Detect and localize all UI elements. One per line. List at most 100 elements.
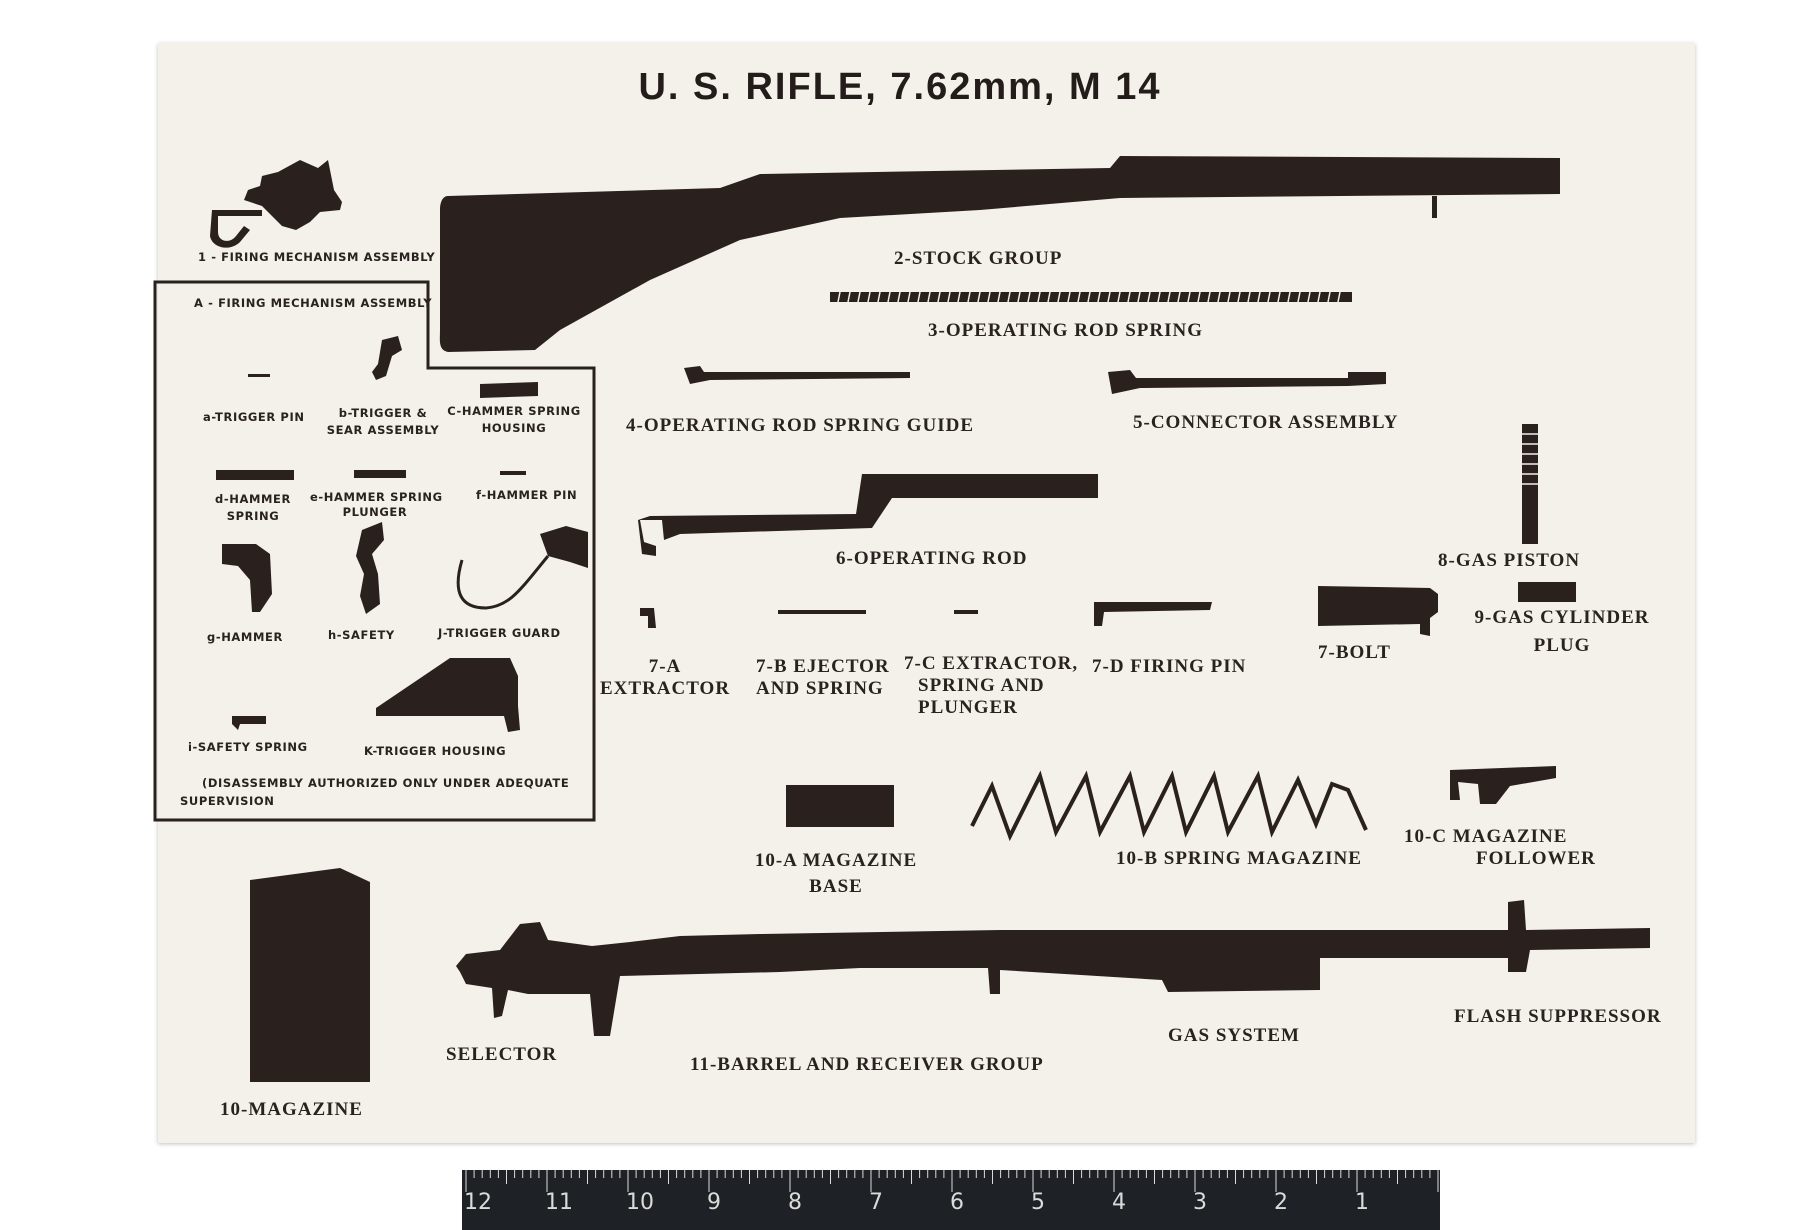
label-op-rod-spring-guide: 4-OPERATING ROD SPRING GUIDE [626, 415, 975, 436]
ruler-number: 9 [707, 1190, 721, 1215]
trigger-guard-icon [456, 555, 550, 610]
hammer-spring-plunger-icon [354, 470, 406, 478]
label-magazine-base-line1: 10-A MAGAZINE [754, 850, 918, 871]
inset-label-j: J-TRIGGER GUARD [438, 626, 561, 640]
label-spring-magazine: 10-B SPRING MAGAZINE [1116, 848, 1362, 869]
hammer-icon [222, 544, 272, 612]
inset-frame [153, 280, 596, 822]
label-extractor: 7-A EXTRACTOR [600, 656, 730, 700]
label-ejector-line2: AND SPRING [756, 678, 884, 699]
connector-assembly-icon [1108, 370, 1386, 394]
ruler-number: 3 [1193, 1190, 1207, 1215]
label-gas-piston: 8-GAS PISTON [1438, 550, 1581, 571]
inset-label-b: b-TRIGGER & SEAR ASSEMBLY [318, 406, 448, 438]
label-operating-rod: 6-OPERATING ROD [836, 548, 1028, 569]
inset-note: (DISASSEMBLY AUTHORIZED ONLY UNDER ADEQU… [180, 776, 569, 809]
measuring-ruler: 12 11 10 9 8 7 6 5 4 3 2 1 [462, 1170, 1440, 1230]
inset-label-e-line2: PLUNGER [342, 505, 408, 519]
label-extractor-spring-line1: 7-C EXTRACTOR, [904, 653, 1079, 674]
magazine-follower-icon [1450, 766, 1556, 804]
page-title: U. S. RIFLE, 7.62mm, M 14 [638, 66, 1162, 108]
ruler-number: 8 [788, 1190, 802, 1215]
ruler-number: 11 [545, 1190, 573, 1215]
hammer-spring-housing-icon [480, 382, 538, 398]
spring-coils [837, 291, 1341, 303]
gas-cylinder-plug-icon [1518, 582, 1576, 602]
label-extractor-spring-line2: SPRING AND [918, 675, 1045, 696]
label-ejector: 7-B EJECTOR AND SPRING [756, 656, 890, 700]
firing-pin-icon [1094, 602, 1212, 626]
label-barrel-receiver: 11-BARREL AND RECEIVER GROUP [690, 1054, 1044, 1075]
label-selector: SELECTOR [446, 1044, 558, 1065]
spring-magazine-icon [970, 770, 1368, 842]
ruler-ticks [465, 1170, 1439, 1192]
ruler-number: 12 [464, 1190, 492, 1215]
safety-spring-icon [232, 716, 266, 730]
label-connector-assembly: 5-CONNECTOR ASSEMBLY [1133, 412, 1399, 433]
label-firing-pin: 7-D FIRING PIN [1092, 656, 1247, 677]
ejector-icon [778, 610, 866, 614]
inset-label-h: h-SAFETY [328, 628, 395, 642]
ruler-number: 5 [1031, 1190, 1045, 1215]
safety-icon [356, 522, 384, 614]
label-gas-cylinder-plug-line1: 9-GAS CYLINDER [1474, 607, 1650, 628]
inset-label-c: C-HAMMER SPRING HOUSING [444, 404, 584, 436]
magazine-base-icon [786, 785, 894, 827]
label-magazine-follower: 10-C MAGAZINE FOLLOWER [1404, 826, 1596, 870]
inset-label-a: a-TRIGGER PIN [203, 410, 305, 424]
ruler-number: 10 [626, 1190, 654, 1215]
op-rod-spring-icon [830, 292, 1352, 302]
inset-label-c-line2: HOUSING [481, 421, 547, 435]
ruler-number: 1 [1355, 1190, 1369, 1215]
label-bolt: 7-BOLT [1318, 642, 1391, 663]
label-extractor-spring-line3: PLUNGER [918, 697, 1018, 718]
label-flash-suppressor: FLASH SUPPRESSOR [1454, 1006, 1662, 1027]
hammer-spring-icon [216, 470, 294, 480]
ruler-number: 6 [950, 1190, 964, 1215]
magazine-icon [250, 868, 370, 1082]
extractor-spring-icon [954, 610, 978, 614]
label-gas-system: GAS SYSTEM [1168, 1025, 1300, 1046]
op-rod-spring-guide-icon [684, 366, 910, 384]
label-magazine-follower-line2: FOLLOWER [1476, 848, 1596, 869]
inset-label-e-line1: e-HAMMER SPRING [310, 490, 443, 504]
trigger-housing-icon [376, 658, 520, 732]
label-gas-cylinder-plug: 9-GAS CYLINDER PLUG [1462, 607, 1662, 657]
inset-label-f: f-HAMMER PIN [476, 488, 578, 502]
inset-title: A - FIRING MECHANISM ASSEMBLY [194, 296, 433, 310]
trigger-guard-top-icon [540, 526, 588, 568]
inset-label-k: K-TRIGGER HOUSING [364, 744, 507, 758]
firing-mechanism-icon [210, 160, 342, 248]
inset-label-e: e-HAMMER SPRING PLUNGER [310, 490, 443, 520]
ruler-number: 2 [1274, 1190, 1288, 1215]
extractor-icon [640, 608, 656, 628]
inset-label-c-line1: C-HAMMER SPRING [447, 404, 581, 418]
ruler-number: 7 [869, 1190, 883, 1215]
label-firing-mechanism: 1 - FIRING MECHANISM ASSEMBLY [198, 250, 436, 264]
stock-group-icon [439, 156, 1561, 352]
ruler-number: 4 [1112, 1190, 1126, 1215]
trigger-pin-icon [248, 374, 270, 377]
label-magazine-base-line2: BASE [809, 876, 863, 897]
trigger-sear-icon [372, 336, 402, 380]
inset-label-i: i-SAFETY SPRING [188, 740, 308, 754]
bolt-icon [1318, 586, 1438, 636]
label-magazine: 10-MAGAZINE [220, 1099, 363, 1120]
inset-label-b-line2: SEAR ASSEMBLY [326, 423, 440, 437]
label-magazine-base: 10-A MAGAZINE BASE [736, 850, 936, 898]
operating-rod-icon [638, 474, 1098, 556]
inset-label-b-line1: b-TRIGGER & [338, 406, 428, 420]
inset-note-line1: (DISASSEMBLY AUTHORIZED ONLY UNDER ADEQU… [202, 776, 570, 790]
inset-label-d-line2: SPRING [226, 509, 280, 523]
label-extractor-name: EXTRACTOR [600, 678, 731, 699]
inset-label-g: g-HAMMER [207, 630, 283, 644]
label-op-rod-spring: 3-OPERATING ROD SPRING [928, 320, 1203, 341]
label-ejector-line1: 7-B EJECTOR [756, 656, 890, 677]
barrel-receiver-icon [456, 900, 1650, 1036]
label-extractor-spring: 7-C EXTRACTOR, SPRING AND PLUNGER [904, 653, 1078, 719]
inset-label-d: d-HAMMER SPRING [198, 492, 308, 524]
label-extractor-num: 7-A [648, 656, 682, 677]
label-stock-group: 2-STOCK GROUP [894, 248, 1063, 269]
label-magazine-follower-line1: 10-C MAGAZINE [1404, 826, 1568, 847]
